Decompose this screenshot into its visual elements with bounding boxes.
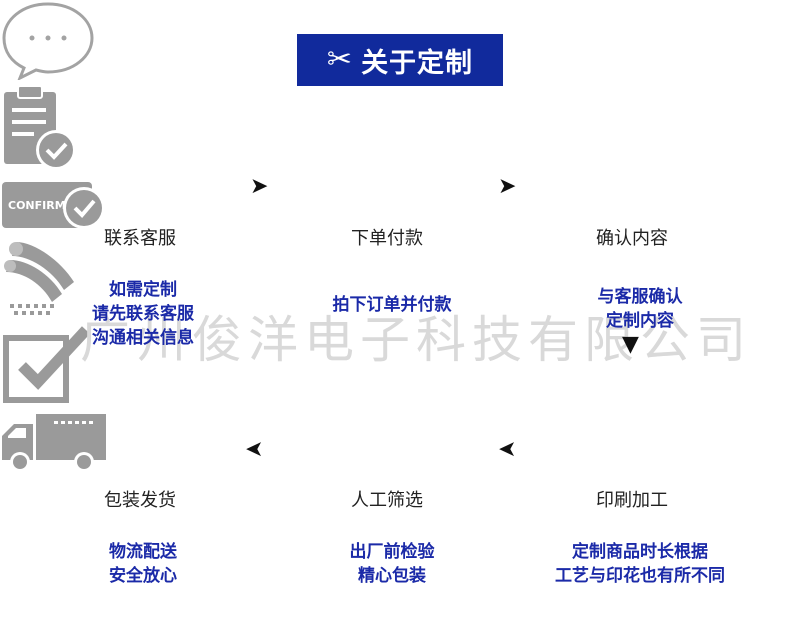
arrow-down-icon: ▼ xyxy=(622,332,639,357)
clipboard-check-icon xyxy=(4,85,76,170)
page-title: 关于定制 xyxy=(361,47,474,79)
step-confirm-content: CONFIRM 确认内容 与客服确认 定制内容 xyxy=(0,178,790,331)
step-order-payment: 下单付款 拍下订单并付款 xyxy=(0,84,790,315)
confirm-card-icon: CONFIRM xyxy=(2,182,105,229)
step-description: 定制商品时长根据 工艺与印花也有所不同 xyxy=(555,542,725,586)
step-packaging-shipping: 包装发货 物流配送 安全放心 xyxy=(0,410,790,586)
scissors-icon: ✂ xyxy=(326,42,354,77)
arrow-right-icon: ➤ xyxy=(250,174,269,199)
step-label: 确认内容 xyxy=(596,228,668,249)
step-description: 如需定制 请先联系客服 沟通相关信息 xyxy=(92,280,194,348)
arrow-left-icon: ➤ xyxy=(498,437,517,462)
step-manual-inspection: 人工筛选 出厂前检验 精心包装 xyxy=(0,324,790,586)
step-label: 联系客服 xyxy=(104,228,176,249)
step-description: 出厂前检验 精心包装 xyxy=(349,542,435,586)
step-printing: 印刷加工 定制商品时长根据 工艺与印花也有所不同 xyxy=(0,238,790,586)
printing-roll-icon xyxy=(4,242,74,315)
step-description: 与客服确认 定制内容 xyxy=(597,287,683,331)
step-label: 印刷加工 xyxy=(596,490,668,511)
step-label: 包装发货 xyxy=(104,490,176,511)
delivery-truck-icon xyxy=(2,414,106,472)
arrow-left-icon: ➤ xyxy=(245,437,264,462)
step-description: 拍下订单并付款 xyxy=(332,295,452,315)
arrow-right-icon: ➤ xyxy=(498,174,517,199)
step-label: 人工筛选 xyxy=(351,490,423,511)
step-contact: 联系客服 如需定制 请先联系客服 沟通相关信息 xyxy=(0,0,790,348)
chat-bubble-icon xyxy=(2,2,94,82)
page-title-banner: ✂ 关于定制 xyxy=(297,34,503,86)
watermark: 广州俊洋电子科技有限公司 xyxy=(80,311,752,369)
step-label: 下单付款 xyxy=(351,228,423,249)
svg-text:CONFIRM: CONFIRM xyxy=(8,199,66,212)
step-description: 物流配送 安全放心 xyxy=(109,542,177,586)
checkbox-icon xyxy=(3,326,91,403)
